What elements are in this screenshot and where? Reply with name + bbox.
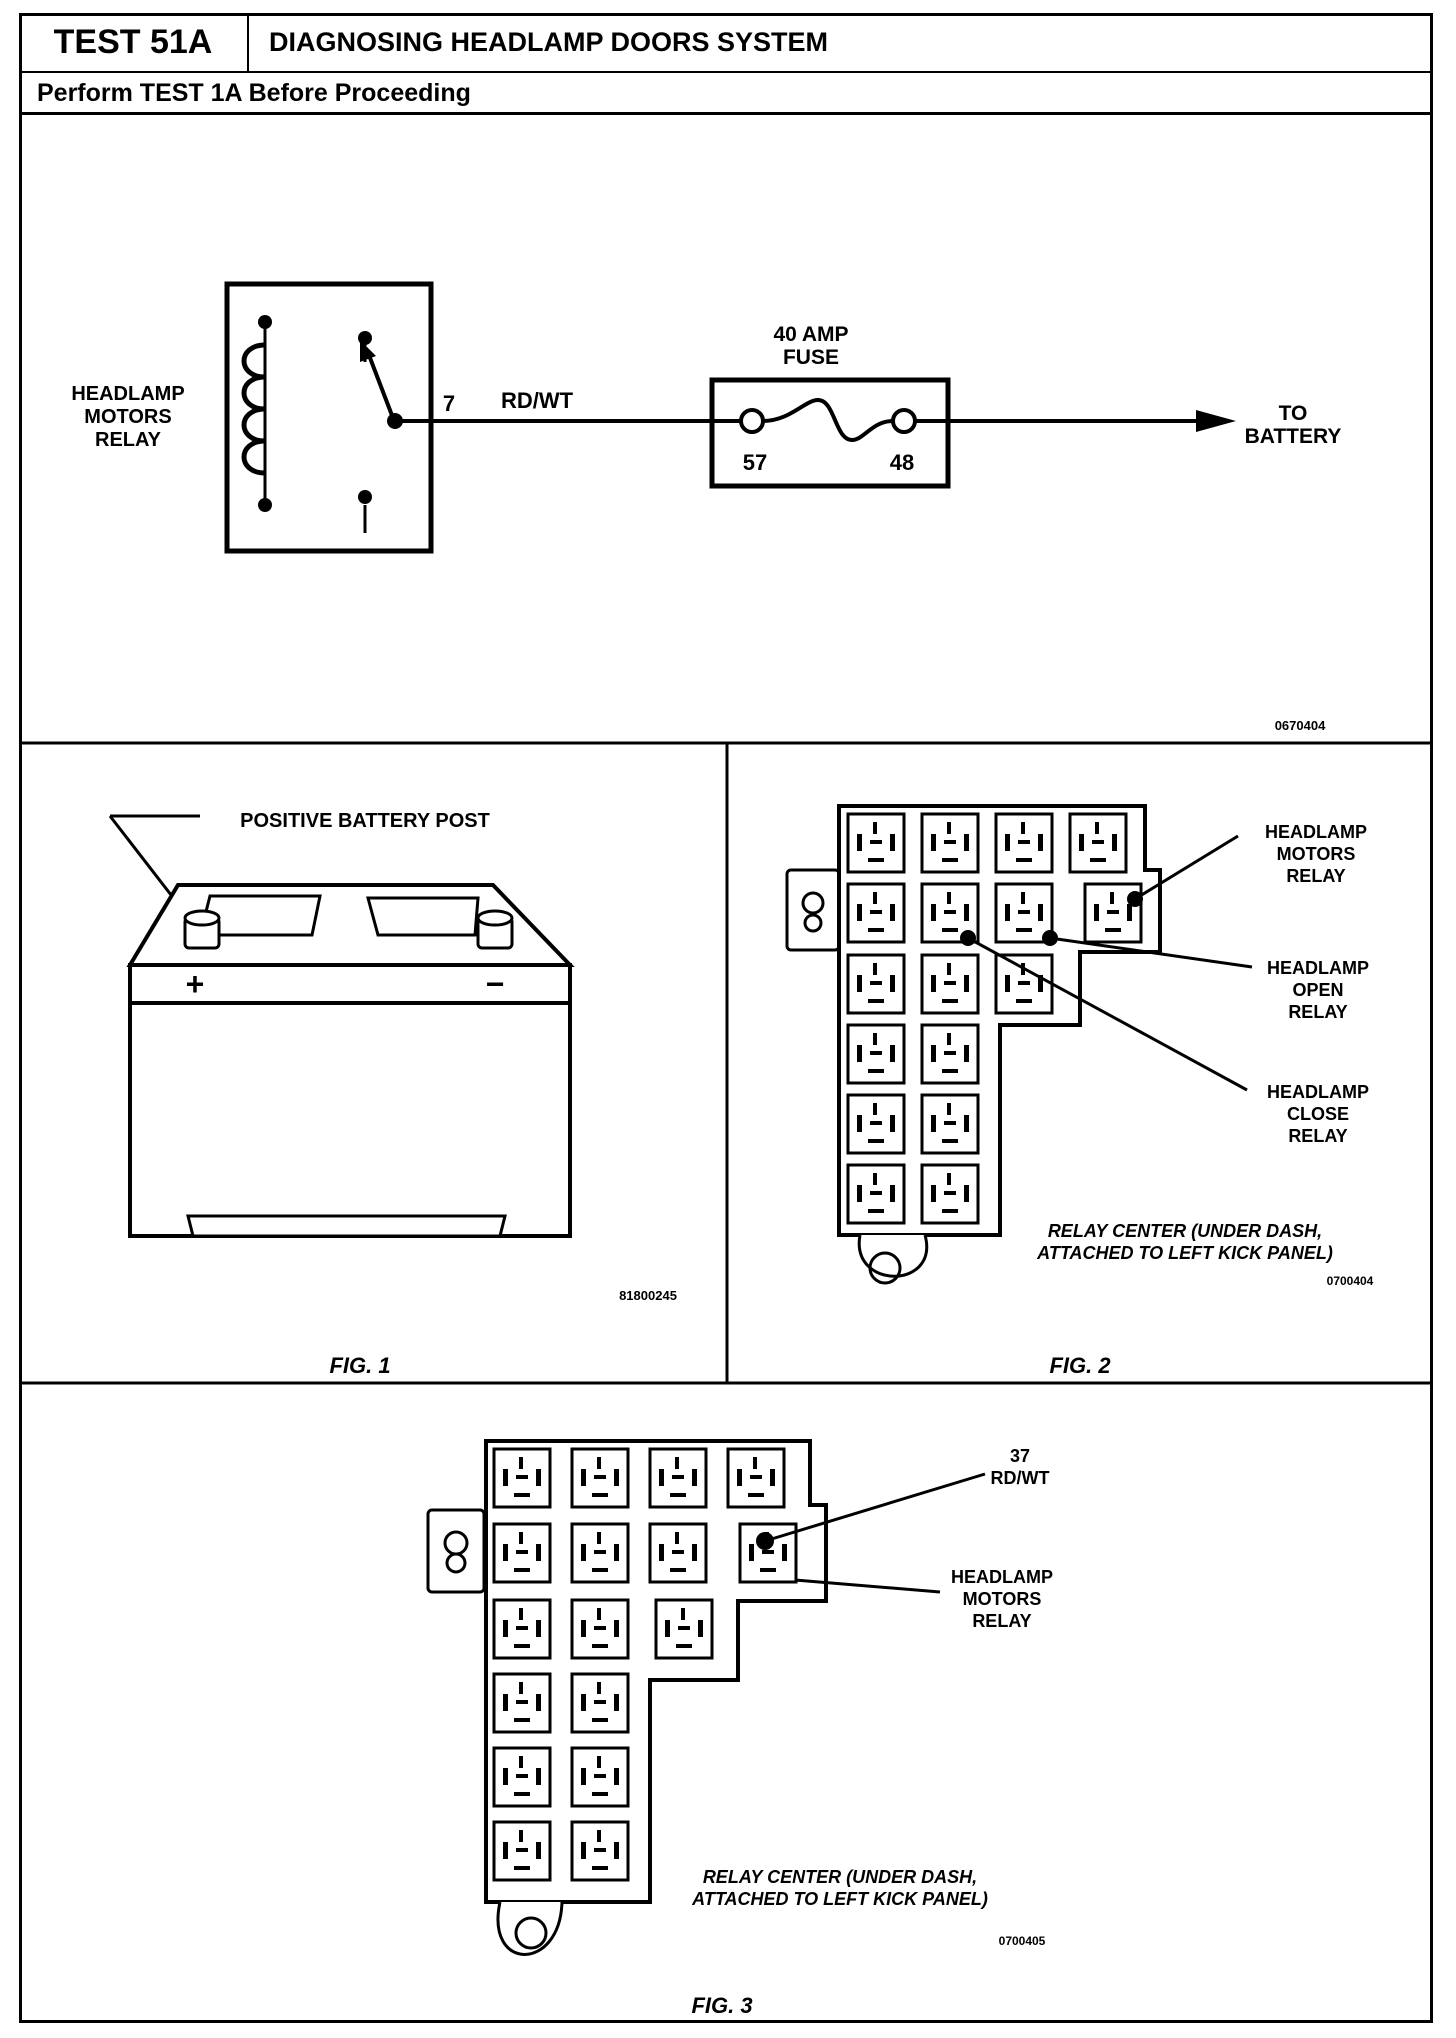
test-title: DIAGNOSING HEADLAMP DOORS SYSTEM (269, 27, 829, 57)
fig2-close-relay-line3: RELAY (1288, 1126, 1347, 1146)
prerequisite-text: Perform TEST 1A Before Proceeding (37, 79, 471, 107)
fig2-motors-relay-line3: RELAY (1286, 866, 1345, 886)
fig3-motors-relay-line3: RELAY (972, 1611, 1031, 1631)
wire-label: RD/WT (501, 388, 574, 413)
relay-center-fig3 (426, 1439, 986, 1956)
fig3-motors-relay-line2: MOTORS (963, 1589, 1042, 1609)
fig2-ref-code: 0700404 (1327, 1274, 1374, 1288)
battery-minus-sign: − (486, 966, 505, 1002)
fig3-wire-label: RD/WT (991, 1468, 1050, 1488)
battery-plus-sign: + (186, 966, 205, 1002)
page-frame (19, 13, 1433, 2023)
fig2-motors-relay-line1: HEADLAMP (1265, 822, 1367, 842)
fig2-location-line2: ATTACHED TO LEFT KICK PANEL) (1036, 1243, 1333, 1263)
fig2-close-relay-line2: CLOSE (1287, 1104, 1349, 1124)
fig3-pin-label: 37 (1010, 1446, 1030, 1466)
fig2-motors-relay-line2: MOTORS (1277, 844, 1356, 864)
relay-center-fig2 (785, 804, 1253, 1285)
fig2-location-line1: RELAY CENTER (UNDER DASH, (1048, 1221, 1322, 1241)
prerequisite-row: Perform TEST 1A Before Proceeding (19, 73, 1433, 115)
relay-label-line2: MOTORS (84, 406, 171, 428)
battery-illustration (108, 814, 575, 1238)
fig1-callout: POSITIVE BATTERY POST (240, 810, 490, 832)
header-row: TEST 51A DIAGNOSING HEADLAMP DOORS SYSTE… (19, 13, 1433, 73)
fuse-label: FUSE (783, 346, 839, 369)
fig3-motors-relay-line1: HEADLAMP (951, 1567, 1053, 1587)
fuse-pin-left: 57 (743, 450, 767, 475)
fig2-caption: FIG. 2 (1049, 1353, 1111, 1378)
fig2-open-relay-line3: RELAY (1288, 1002, 1347, 1022)
fig2-close-relay-line1: HEADLAMP (1267, 1082, 1369, 1102)
fuse-pin-right: 48 (890, 450, 914, 475)
fuse-rating-label: 40 AMP (773, 323, 848, 346)
fig3-ref-code: 0700405 (999, 1934, 1046, 1948)
destination-line1: TO (1279, 402, 1308, 425)
fig2-open-relay-line2: OPEN (1292, 980, 1343, 1000)
fig3-location-line2: ATTACHED TO LEFT KICK PANEL) (691, 1889, 988, 1909)
fig3-location-line1: RELAY CENTER (UNDER DASH, (703, 1867, 977, 1887)
schematic-ref-code: 0670404 (1275, 718, 1326, 733)
relay-label-line1: HEADLAMP (71, 383, 184, 405)
fig1-ref-code: 81800245 (619, 1288, 677, 1303)
fig2-open-relay-line1: HEADLAMP (1267, 958, 1369, 978)
fig1-caption: FIG. 1 (329, 1353, 390, 1378)
destination-line2: BATTERY (1245, 425, 1342, 448)
relay-schematic (224, 281, 1236, 554)
test-id: TEST 51A (19, 13, 249, 71)
relay-label-line3: RELAY (95, 429, 162, 451)
fig3-caption: FIG. 3 (691, 1993, 752, 2018)
relay-pin-label: 7 (443, 391, 455, 416)
